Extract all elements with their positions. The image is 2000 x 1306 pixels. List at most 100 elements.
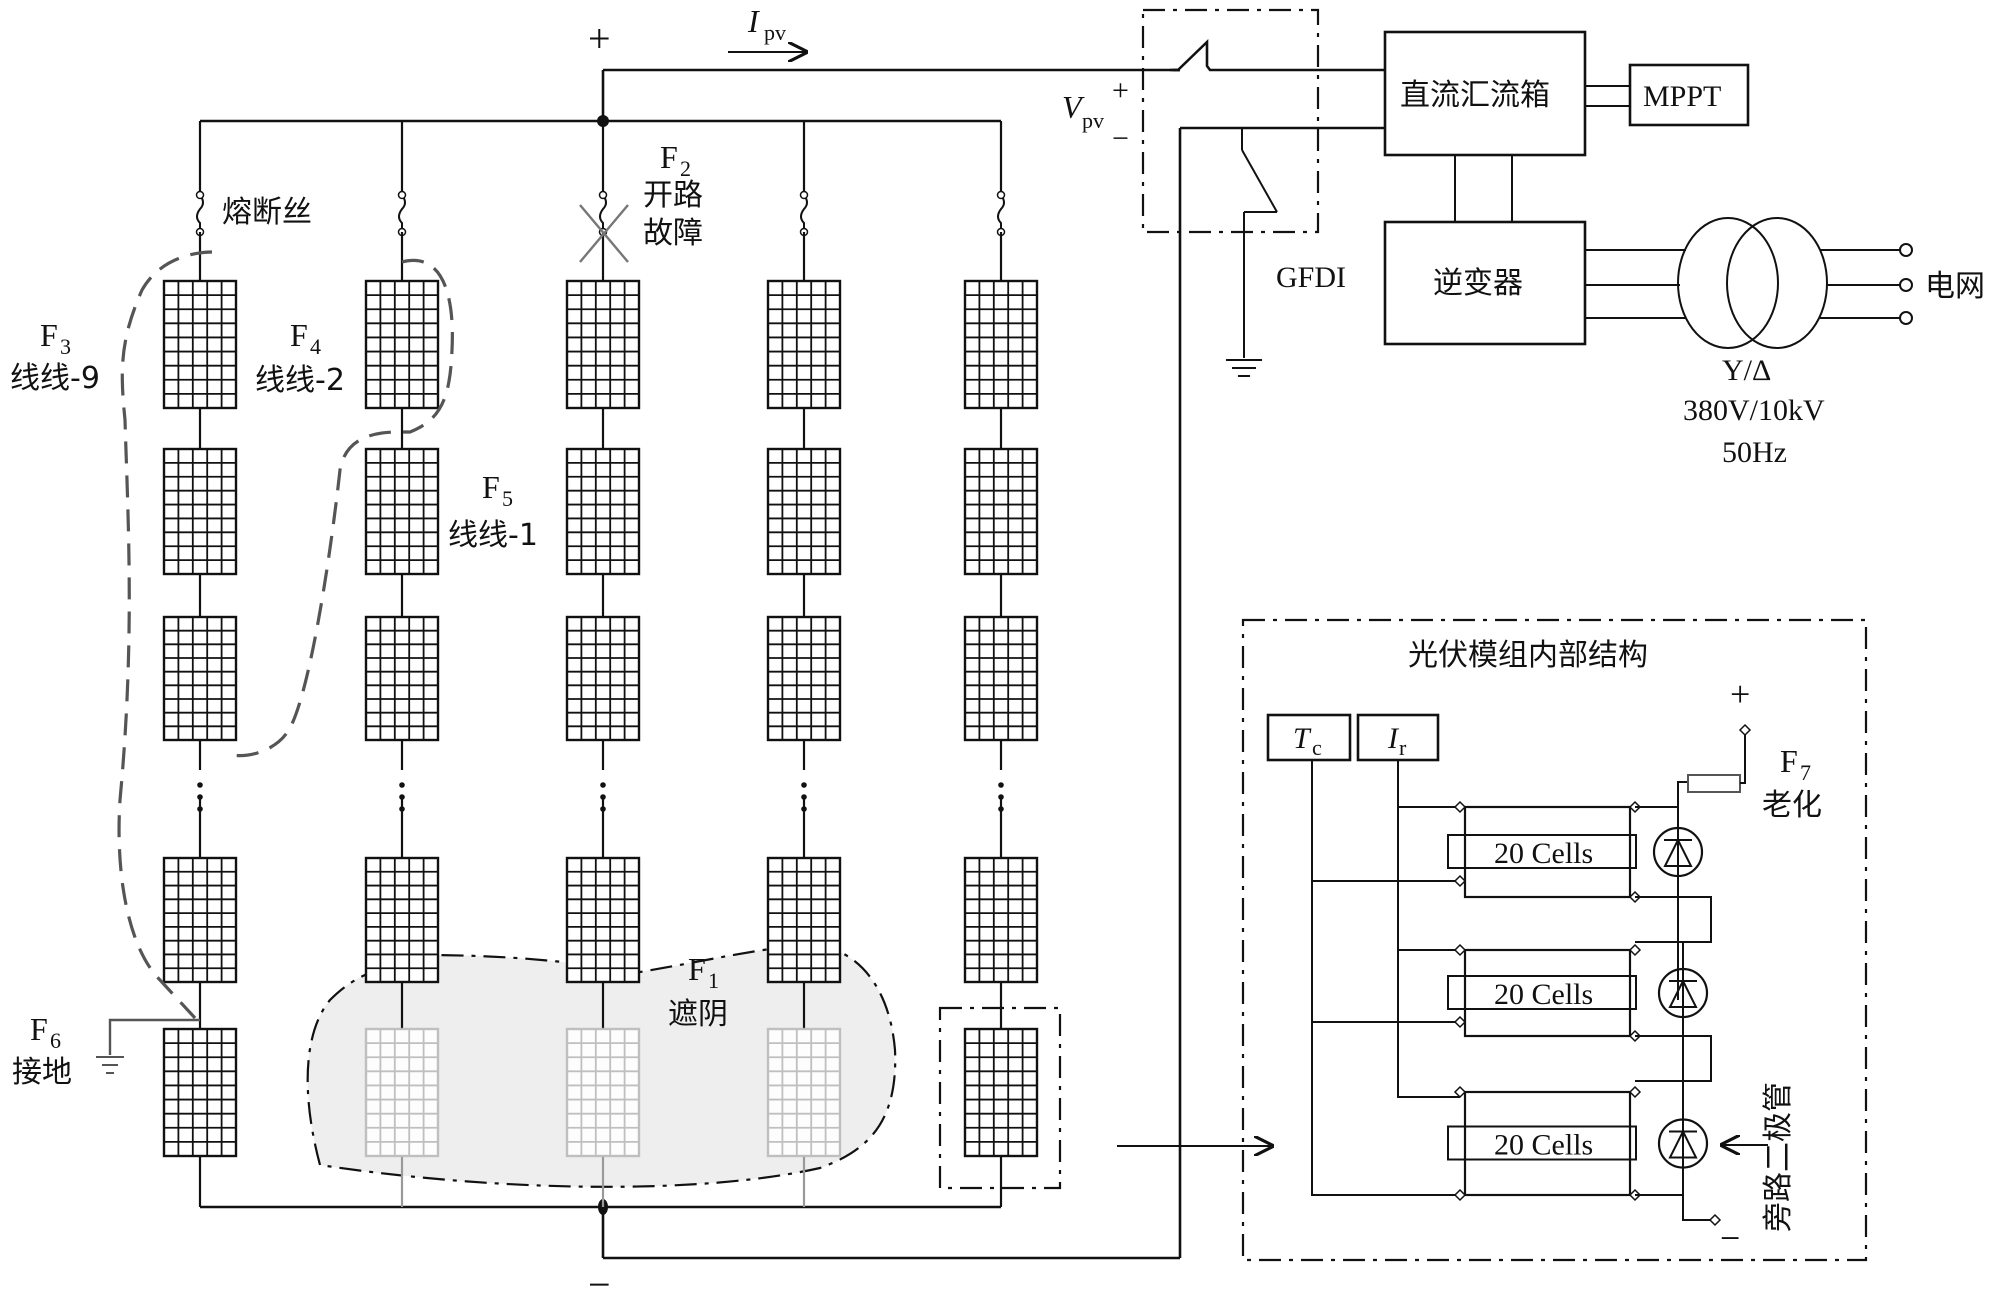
module-minus-label: − [1720,1218,1740,1258]
ground-fault-f6 [96,1018,200,1074]
svg-text:r: r [1399,735,1407,760]
pv-panel [963,447,1039,576]
continuation-dot [801,794,807,800]
open-circuit-fault-marker [579,204,629,263]
pv-string [766,121,842,1207]
pv-panel [963,279,1039,410]
pv-strings [162,121,1039,1207]
svg-text:−: − [1112,122,1129,155]
pv-panel [565,615,641,742]
gfdi-label: GFDI [1276,261,1346,294]
grid-label: 电网 [1925,269,1985,304]
tc-box [1266,713,1352,762]
svg-text:2: 2 [680,156,691,181]
svg-text:遮阴: 遮阴 [668,997,728,1032]
fuse-icon [997,194,1005,232]
pv-panel [766,279,842,410]
pv-panel [364,856,440,984]
continuation-dot [399,794,405,800]
mppt-box [1628,63,1750,127]
svg-text:故障: 故障 [643,216,703,251]
pv-panel [364,447,440,576]
gfdi-frame [1141,8,1320,234]
fuse-label: 熔断丝 [222,195,312,230]
pv-panel [162,1027,238,1158]
pv-panel [565,279,641,410]
ipv-label: I [747,3,760,39]
selected-module-frame [938,1006,1062,1190]
svg-text:F: F [290,317,308,353]
transformer-voltage-label: 380V/10kV [1683,394,1825,427]
fault-f3-label: F 3 线线-9 [10,317,100,396]
svg-text:老化: 老化 [1762,788,1822,823]
cell-group-label: 20 Cells [1494,1129,1593,1162]
svg-text:5: 5 [502,486,513,511]
transformer-frequency-label: 50Hz [1722,436,1787,469]
pv-panel [963,1027,1039,1158]
pv-panel-shaded [766,1027,842,1158]
pv-panel [766,615,842,742]
pv-panel [364,615,440,742]
transformer [1585,217,1913,349]
fuse-icon [599,194,607,232]
continuation-dot [801,782,807,788]
pv-panel [963,856,1039,984]
cell-group: 20 Cells [1447,1085,1642,1202]
continuation-dot [197,782,203,788]
line-line-fault-f3-path [117,250,213,1020]
current-ipv-indicator: I pv [728,3,806,52]
inverter-box [1383,220,1587,346]
pv-panel [162,447,238,576]
cell-group: 20 Cells [1447,800,1642,904]
fault-f1-label: F 1 遮阴 [668,951,728,1032]
gfdi-switch [1226,128,1278,377]
svg-text:3: 3 [60,334,71,359]
mppt-label: MPPT [1643,80,1721,113]
bottom-bus [200,126,1385,1260]
pv-panel-shaded [364,1027,440,1158]
dc-combiner-box [1383,30,1587,157]
continuation-dot [600,782,606,788]
svg-text:F: F [482,469,500,505]
pv-panel [766,856,842,984]
fault-f4-label: F 4 线线-2 [255,317,345,398]
pv-panel [162,279,238,410]
pv-panel [963,615,1039,742]
svg-text:F: F [660,139,678,175]
svg-text:线线-1: 线线-1 [448,518,538,553]
continuation-dot [399,782,405,788]
svg-text:开路: 开路 [643,178,703,213]
fault-f5-label: F 5 线线-1 [448,469,538,553]
ir-box [1356,713,1440,762]
pv-panel [162,615,238,742]
pv-panel [565,856,641,984]
dc-breaker-switch [1170,38,1385,72]
pv-string [565,121,641,1207]
svg-text:F: F [40,317,58,353]
fuse-icon [800,194,808,232]
fuse-icon [196,194,204,232]
bypass-diode-label: 旁路二极管 [1761,1082,1796,1232]
module-plus-label: + [1730,674,1750,714]
line-line-fault-f4-path [231,258,454,758]
svg-text:F: F [688,951,706,987]
continuation-dot [998,794,1004,800]
svg-text:c: c [1312,735,1322,760]
svg-text:pv: pv [1082,108,1104,133]
transformer-type-label: Y/Δ [1722,354,1771,387]
svg-text:T: T [1293,722,1312,755]
aging-resistor [1687,774,1741,793]
continuation-dot [197,794,203,800]
pv-string [162,121,238,1207]
fault-f7-label: F 7 老化 [1762,743,1822,823]
dc-combiner-box-label: 直流汇流箱 [1400,78,1550,113]
svg-text:I: I [1387,722,1400,755]
negative-terminal-label: − [588,1262,611,1306]
module-detail-title: 光伏模组内部结构 [1408,638,1648,673]
continuation-dot [600,794,606,800]
cell-group-label: 20 Cells [1494,837,1593,870]
pv-string [364,121,440,1207]
pv-panel [766,447,842,576]
